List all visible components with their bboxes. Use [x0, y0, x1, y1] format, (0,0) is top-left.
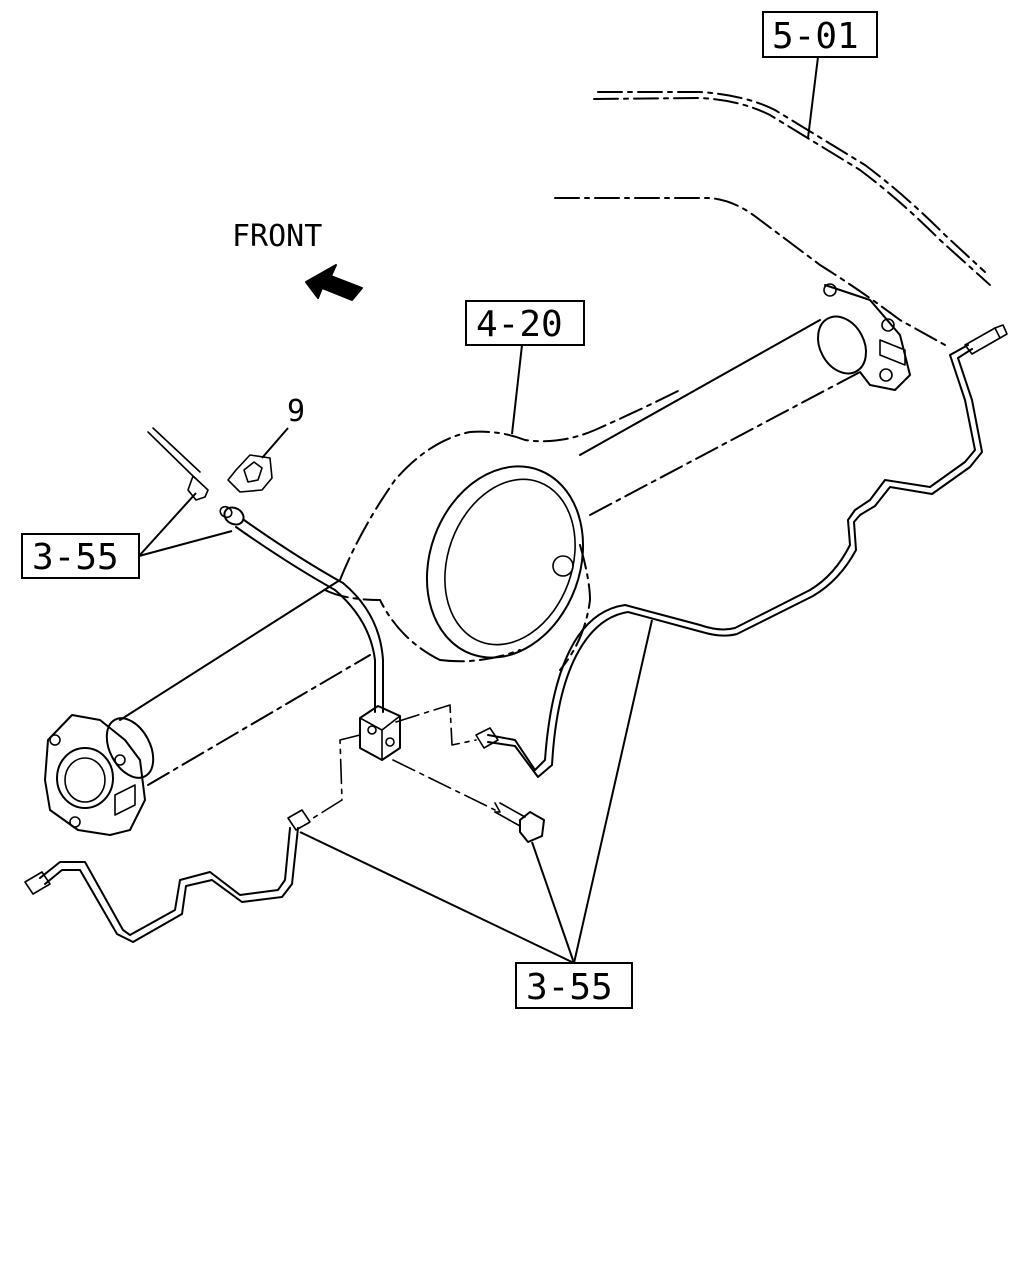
callout-brake-pipe-bottom: 3-55 — [299, 619, 653, 1009]
rear-axle-housing — [44, 283, 911, 836]
chassis-frame — [554, 91, 991, 346]
pipe-clip — [227, 427, 289, 493]
callout-brake-pipe-left-label: 3-55 — [32, 537, 119, 578]
callout-axle-label: 4-20 — [476, 304, 563, 345]
front-label: FRONT — [232, 219, 322, 254]
callout-frame: 5-01 — [762, 11, 878, 139]
callout-frame-label: 5-01 — [772, 16, 859, 57]
brake-lines — [24, 324, 1008, 943]
arrow-up-left-icon — [305, 264, 363, 301]
callout-brake-pipe-bottom-label: 3-55 — [526, 967, 613, 1008]
callout-brake-pipe-left: 3-55 — [21, 492, 233, 579]
callout-axle: 4-20 — [465, 300, 585, 435]
clip-ref-label: 9 — [287, 394, 305, 429]
